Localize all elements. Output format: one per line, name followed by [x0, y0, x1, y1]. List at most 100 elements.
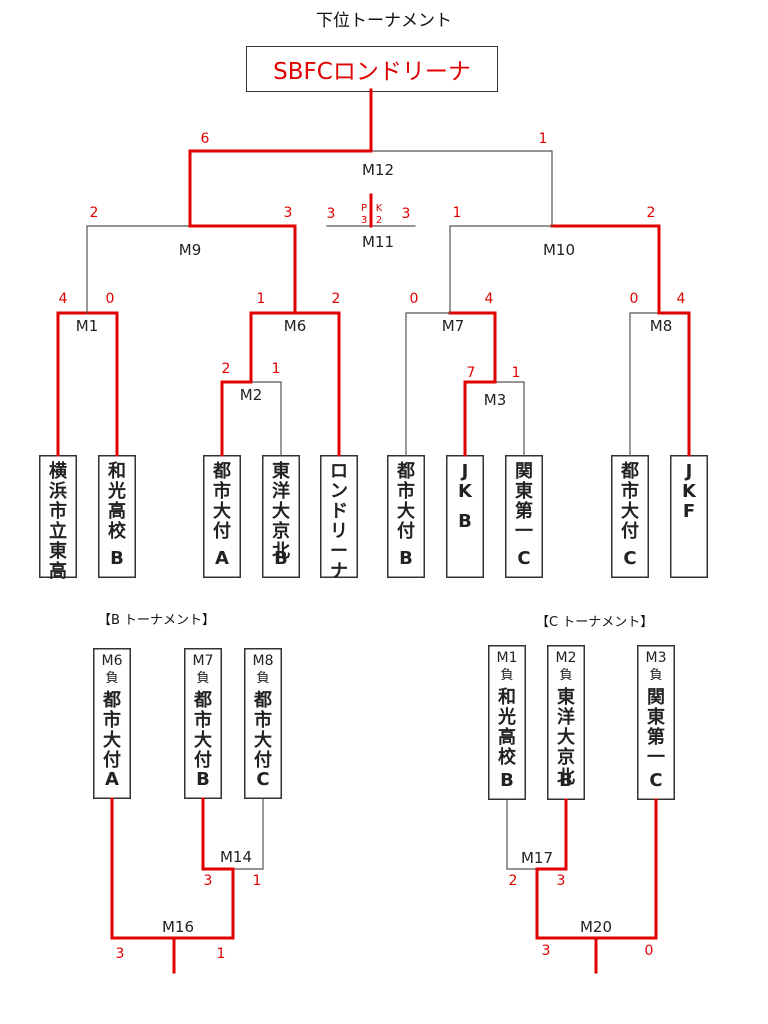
team-box-kanto-daiichi-c-name-char: 東 — [515, 480, 533, 502]
score-m12-left: 6 — [201, 131, 210, 147]
team-box-toshidai-a-name-char: 市 — [213, 480, 231, 502]
line-m20-right — [594, 798, 658, 940]
score-m2-right: 1 — [272, 361, 281, 377]
line-m8-right — [657, 311, 691, 457]
score-m1-right: 0 — [106, 291, 115, 307]
team-box-kanto-daiichi-c-name-char: 第 — [515, 500, 533, 522]
b-entry-box-toshidai-c-name-char: 付 — [254, 749, 272, 771]
team-box-londrina-name-char: ナ — [330, 561, 348, 582]
match-label-m16: M16 — [162, 918, 194, 936]
team-box-toshidai-a-name-char: 都 — [212, 461, 231, 482]
team-box-jkf-b-name-char: K — [458, 481, 473, 502]
team-box-wako-b-name-char: 光 — [107, 480, 126, 502]
team-box-londrina-name-char: ン — [330, 481, 348, 502]
team-box-toshidai-c-name-char: 都 — [620, 461, 639, 482]
line-m12-right — [370, 150, 553, 227]
b-entry-box-toshidai-a-name-char: 市 — [103, 709, 121, 731]
c-entry-box-toyo-keihoku-b-note-text: 負 — [559, 668, 572, 683]
score-m8-right: 4 — [677, 291, 686, 307]
team-box-toshidai-b-name-char: 付 — [397, 520, 415, 542]
b-entry-box-toshidai-c-name-char: 都 — [253, 690, 272, 711]
team-box-kanto-daiichi-c-tag: C — [517, 548, 530, 569]
c-entry-box-toyo-keihoku-b-name-char: 北 — [557, 767, 575, 788]
c-entry-box-wako-b-name-char: 高 — [498, 726, 516, 748]
pk-label-p: P — [361, 203, 367, 214]
team-box-londrina-name-char: ド — [330, 501, 348, 522]
line-m6-left — [249, 311, 297, 384]
b-entry-box-toshidai-b-name-char: 付 — [194, 749, 212, 771]
team-box-yokohama-higashi — [39, 455, 77, 578]
b-entry-box-toshidai-b-note-id: M7 — [193, 653, 214, 669]
team-box-wako-b-name-char: 和 — [108, 461, 126, 482]
c-entry-box-wako-b-name-char: 光 — [497, 706, 516, 728]
team-box-jkf — [670, 455, 708, 578]
team-box-toyo-keihoku-b — [262, 455, 300, 578]
score-m20-left: 3 — [542, 943, 551, 959]
match-label-m8: M8 — [650, 317, 673, 335]
score-m3-left: 7 — [467, 365, 476, 381]
team-box-toshidai-b-name-char: 大 — [397, 500, 415, 522]
match-label-m6: M6 — [284, 317, 307, 335]
score-m10-right: 2 — [647, 205, 656, 221]
score-m10-left: 1 — [453, 205, 462, 221]
team-box-toshidai-c-name-char: 付 — [621, 520, 639, 542]
c-entry-box-toyo-keihoku-b — [547, 645, 585, 800]
c-entry-box-kanto-daiichi-c-note-text: 負 — [649, 668, 662, 683]
c-entry-box-kanto-daiichi-c-name-char: 第 — [647, 726, 665, 748]
score-m12-right: 1 — [539, 131, 548, 147]
line-m20-left — [535, 867, 598, 940]
b-entry-box-toshidai-a-name-char: 付 — [103, 749, 121, 771]
line-m2-left — [220, 380, 253, 457]
line-m3-left — [463, 380, 497, 457]
match-label-m7: M7 — [442, 317, 465, 335]
score-m1-left: 4 — [59, 291, 68, 307]
score-m11-right: 3 — [402, 206, 411, 222]
line-m10-right — [550, 224, 661, 315]
c-entry-box-toyo-keihoku-b-name-char: 洋 — [557, 706, 575, 728]
team-box-toyo-keihoku-b-name-char: 東 — [272, 460, 290, 482]
line-m7-right — [448, 311, 497, 384]
score-m16-left: 3 — [116, 946, 125, 962]
line-m14-right — [232, 798, 264, 870]
team-box-londrina-name-char: ー — [330, 541, 348, 562]
line-m16-right — [172, 867, 235, 940]
b-entry-box-toshidai-c-name-char: 市 — [254, 709, 272, 731]
score-m7-right: 4 — [485, 291, 494, 307]
c-entry-box-toyo-keihoku-b-name-char: 大 — [557, 726, 575, 748]
line-m14-left — [201, 797, 235, 871]
team-box-jkf-b-tag: B — [458, 511, 472, 532]
team-box-toshidai-b-name-char: 市 — [397, 480, 415, 502]
line-m3-right — [494, 381, 525, 456]
score-m7-left: 0 — [410, 291, 419, 307]
team-box-londrina — [320, 455, 358, 578]
line-m12-left — [188, 149, 373, 228]
match-label-m11: M11 — [362, 233, 394, 251]
b-entry-box-toshidai-a-note-text: 負 — [105, 671, 118, 686]
b-entry-box-toshidai-b-tag: B — [196, 769, 210, 790]
c-entry-box-toyo-keihoku-b-name-char: 京 — [557, 746, 575, 768]
score-m17-left: 2 — [509, 873, 518, 889]
team-box-yokohama-higashi-name-char: 高 — [49, 560, 67, 582]
match-label-m12: M12 — [362, 161, 394, 179]
b-entry-box-toshidai-a-note-id: M6 — [102, 653, 123, 669]
line-m17-right — [535, 798, 568, 871]
match-label-m2: M2 — [240, 386, 263, 404]
pk-score-right: 2 — [376, 215, 382, 226]
team-box-toyo-keihoku-b-tag: B — [274, 548, 288, 569]
score-m20-right: 0 — [645, 943, 654, 959]
team-box-toshidai-c — [611, 455, 649, 578]
pk-label-k: K — [376, 203, 383, 214]
c-entry-box-wako-b-name-char: 校 — [498, 746, 517, 768]
line-m10-left — [449, 225, 553, 314]
team-box-wako-b-name-char: 高 — [108, 500, 126, 522]
team-box-toshidai-a-name-char: 付 — [213, 520, 231, 542]
team-box-toyo-keihoku-b-name-char: 北 — [272, 541, 290, 562]
score-m11-left: 3 — [327, 206, 336, 222]
c-entry-box-wako-b — [488, 645, 526, 800]
c-entry-box-kanto-daiichi-c-name-char: 関 — [647, 687, 665, 708]
team-box-londrina-name-char: リ — [330, 521, 348, 542]
c-entry-box-toyo-keihoku-b-tag: B — [559, 770, 573, 791]
c-entry-box-wako-b-note-id: M1 — [497, 650, 518, 666]
team-box-toshidai-c-name-char: 大 — [621, 500, 639, 522]
match-label-m20: M20 — [580, 918, 612, 936]
